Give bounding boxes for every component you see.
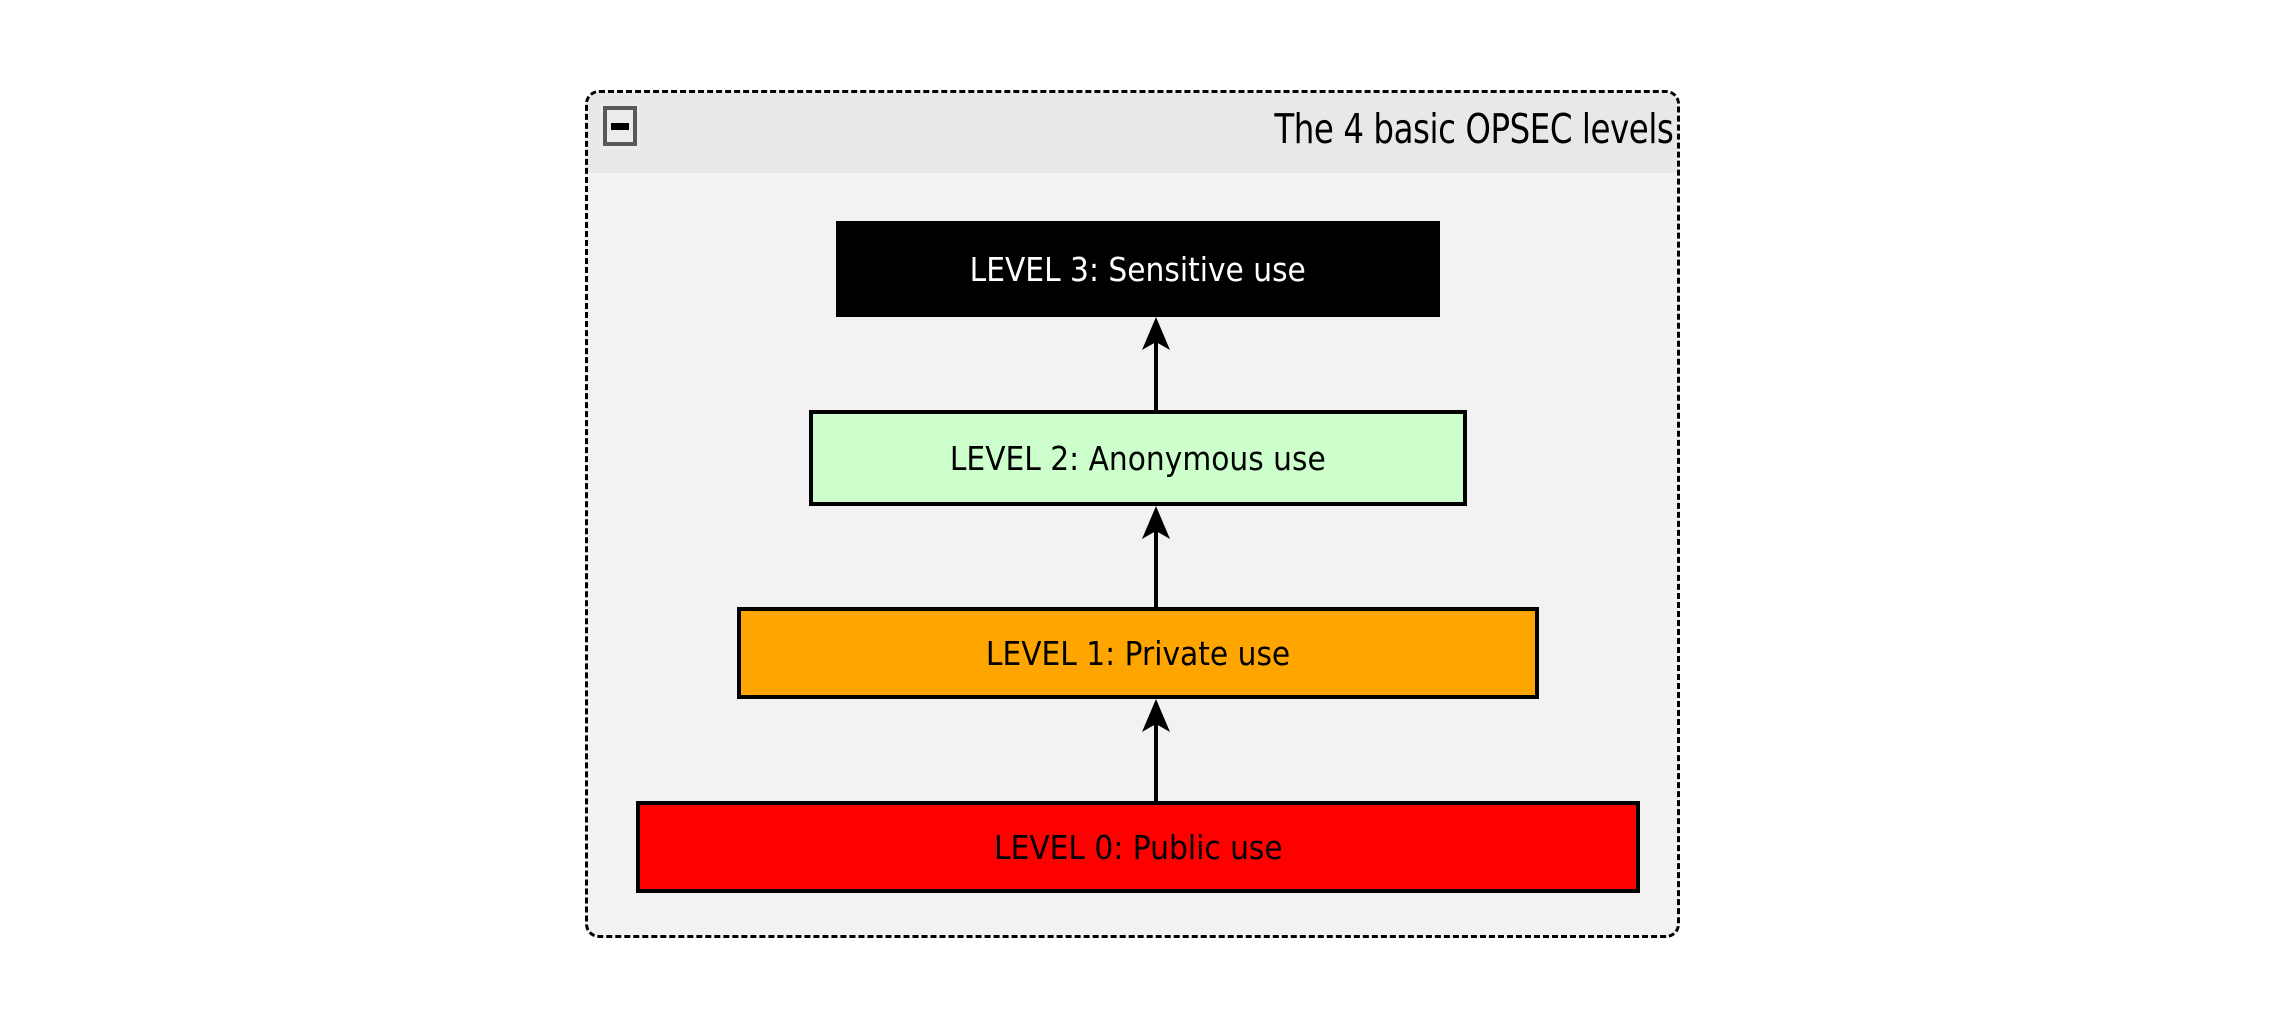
level-label-level-2: LEVEL 2: Anonymous use [950,438,1326,478]
collapse-toggle-button[interactable] [599,102,641,150]
group-title: The 4 basic OPSEC levels [1274,105,1673,153]
level-box-level-2[interactable]: LEVEL 2: Anonymous use [809,410,1467,506]
level-box-level-0[interactable]: LEVEL 0: Public use [636,801,1640,893]
level-box-level-3[interactable]: LEVEL 3: Sensitive use [836,221,1440,317]
level-box-level-1[interactable]: LEVEL 1: Private use [737,607,1539,699]
level-label-level-1: LEVEL 1: Private use [985,633,1291,673]
minus-glyph [611,122,629,130]
group-header [588,93,1677,173]
connector-arrow-level1-to-level2 [1134,506,1178,607]
connector-arrow-level2-to-level3 [1134,317,1178,410]
connector-arrow-level0-to-level1 [1134,699,1178,801]
level-label-level-3: LEVEL 3: Sensitive use [969,249,1307,289]
minus-icon [603,106,637,146]
opsec-levels-group: The 4 basic OPSEC levels LEVEL 3: Sensit… [585,90,1680,938]
level-label-level-0: LEVEL 0: Public use [993,827,1283,867]
